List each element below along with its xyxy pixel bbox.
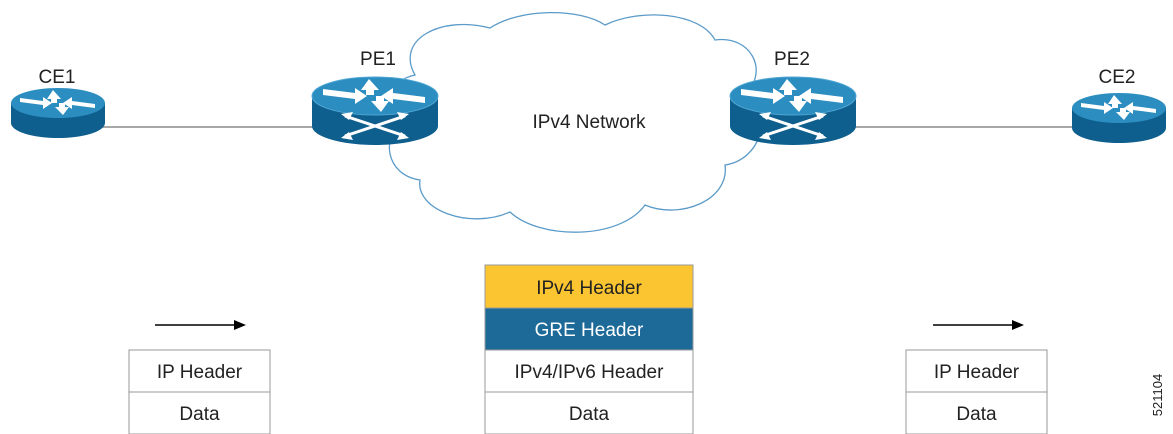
packet-stack-right: IP Header Data <box>905 349 1048 434</box>
node-label-pe1: PE1 <box>360 49 396 70</box>
router-pe2-icon <box>728 75 858 147</box>
figure-id: 521104 <box>1150 374 1165 416</box>
node-label-ce2: CE2 <box>1099 67 1136 88</box>
node-label-ce1: CE1 <box>39 67 76 88</box>
right-data: Data <box>956 404 997 425</box>
router-ce2-icon <box>1072 93 1166 143</box>
direction-arrow-right <box>933 320 1024 330</box>
ipv4-network-cloud <box>388 11 762 233</box>
packet-stack-left: IP Header Data <box>128 349 271 434</box>
middle-inner-header: IPv4/IPv6 Header <box>515 362 665 383</box>
middle-ipv4-header: IPv4 Header <box>536 278 642 299</box>
left-data: Data <box>179 404 220 425</box>
node-label-pe2: PE2 <box>774 49 810 70</box>
middle-data: Data <box>569 404 610 425</box>
packet-stack-middle: IPv4 Header GRE Header IPv4/IPv6 Header … <box>484 264 694 434</box>
right-ip-header: IP Header <box>934 362 1020 383</box>
middle-gre-header: GRE Header <box>535 320 644 341</box>
router-ce1-icon <box>11 88 105 138</box>
direction-arrow-left <box>155 320 246 330</box>
cloud-label: IPv4 Network <box>533 112 646 133</box>
left-ip-header: IP Header <box>157 362 243 383</box>
router-pe1-icon <box>310 75 440 147</box>
